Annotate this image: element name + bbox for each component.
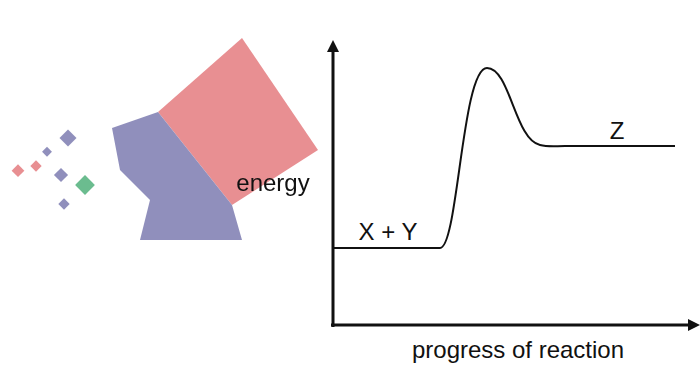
energy-curve	[333, 68, 675, 248]
watermark-logo	[12, 38, 318, 240]
watermark-blue-shape	[112, 112, 242, 240]
watermark-dot	[12, 164, 25, 177]
axis-label: energy	[236, 170, 309, 196]
watermark-dot	[60, 130, 77, 147]
watermark-dot	[54, 168, 68, 182]
product-label: Z	[610, 118, 625, 144]
axis-arrowhead	[688, 319, 700, 331]
watermark-dot	[30, 160, 41, 171]
reactant-label: X + Y	[359, 219, 418, 245]
axis-arrowhead	[327, 40, 339, 52]
watermark-dot	[75, 175, 95, 195]
energy-axis	[332, 50, 335, 327]
progress-axis	[331, 324, 690, 327]
watermark-dot	[42, 147, 52, 157]
axis-label: progress of reaction	[412, 337, 624, 363]
watermark-dot	[58, 198, 69, 209]
